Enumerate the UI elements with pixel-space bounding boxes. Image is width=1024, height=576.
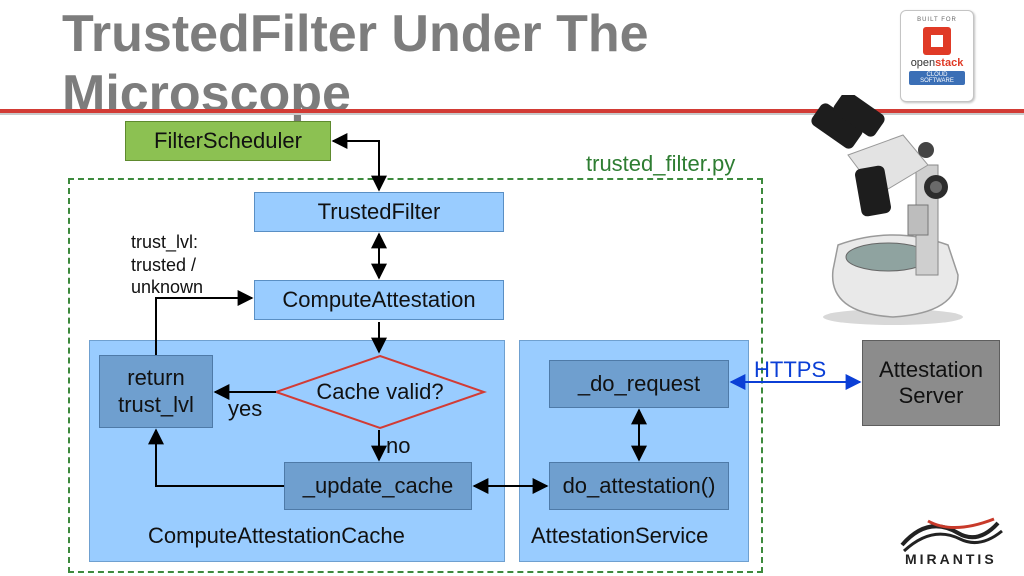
do-request-box: _do_request xyxy=(549,360,729,408)
badge-sub: CLOUD SOFTWARE xyxy=(909,71,965,85)
badge-brand-prefix: open xyxy=(910,57,936,69)
attestation-server-box: Attestation Server xyxy=(862,340,1000,426)
badge-brand-suffix: stack xyxy=(935,57,964,69)
yes-label: yes xyxy=(228,396,263,421)
trusted-filter-box: TrustedFilter xyxy=(254,192,504,232)
slide-title: TrustedFilter Under The Microscope xyxy=(62,5,649,123)
trust-note-line-3: unknown xyxy=(131,277,204,297)
file-label: trusted_filter.py xyxy=(586,151,736,176)
cache-valid-label: Cache valid? xyxy=(316,378,444,404)
return-line-1: return xyxy=(127,365,185,391)
microscope-icon xyxy=(811,95,963,325)
title-rule-gray xyxy=(0,113,1024,115)
title-rule-red xyxy=(0,109,1024,113)
update-return-connector xyxy=(148,428,284,487)
openstack-logo-icon xyxy=(923,27,951,55)
do-attestation-box: do_attestation() xyxy=(549,462,729,510)
badge-built-for: BUILT FOR xyxy=(917,17,957,23)
service-panel-label: AttestationService xyxy=(531,523,709,548)
update-cache-box: _update_cache xyxy=(284,462,472,510)
openstack-badge: BUILT FOR openstack CLOUD SOFTWARE xyxy=(900,10,974,102)
compute-attestation-box: ComputeAttestation xyxy=(254,280,504,320)
trust-note-line-1: trust_lvl: xyxy=(131,232,199,252)
cache-panel-label: ComputeAttestationCache xyxy=(148,523,405,548)
filter-scheduler-box: FilterScheduler xyxy=(125,121,331,161)
server-line-2: Server xyxy=(898,383,964,408)
trust-level-note: trust_lvl: trusted / unknown xyxy=(131,231,203,299)
cache-valid-diamond xyxy=(273,354,487,430)
scheduler-filter-connector xyxy=(331,133,387,192)
no-label: no xyxy=(386,433,411,458)
trust-note-line-2: trusted / xyxy=(131,254,197,275)
mirantis-logo-icon xyxy=(900,517,1003,553)
return-trust-lvl-box: return trust_lvl xyxy=(99,355,213,428)
mirantis-logo-text: MIRANTIS xyxy=(905,551,997,567)
server-line-1: Attestation xyxy=(879,356,983,382)
return-line-2: trust_lvl xyxy=(118,391,194,417)
badge-brand: openstack xyxy=(901,57,973,69)
return-attestation-connector xyxy=(155,290,254,355)
